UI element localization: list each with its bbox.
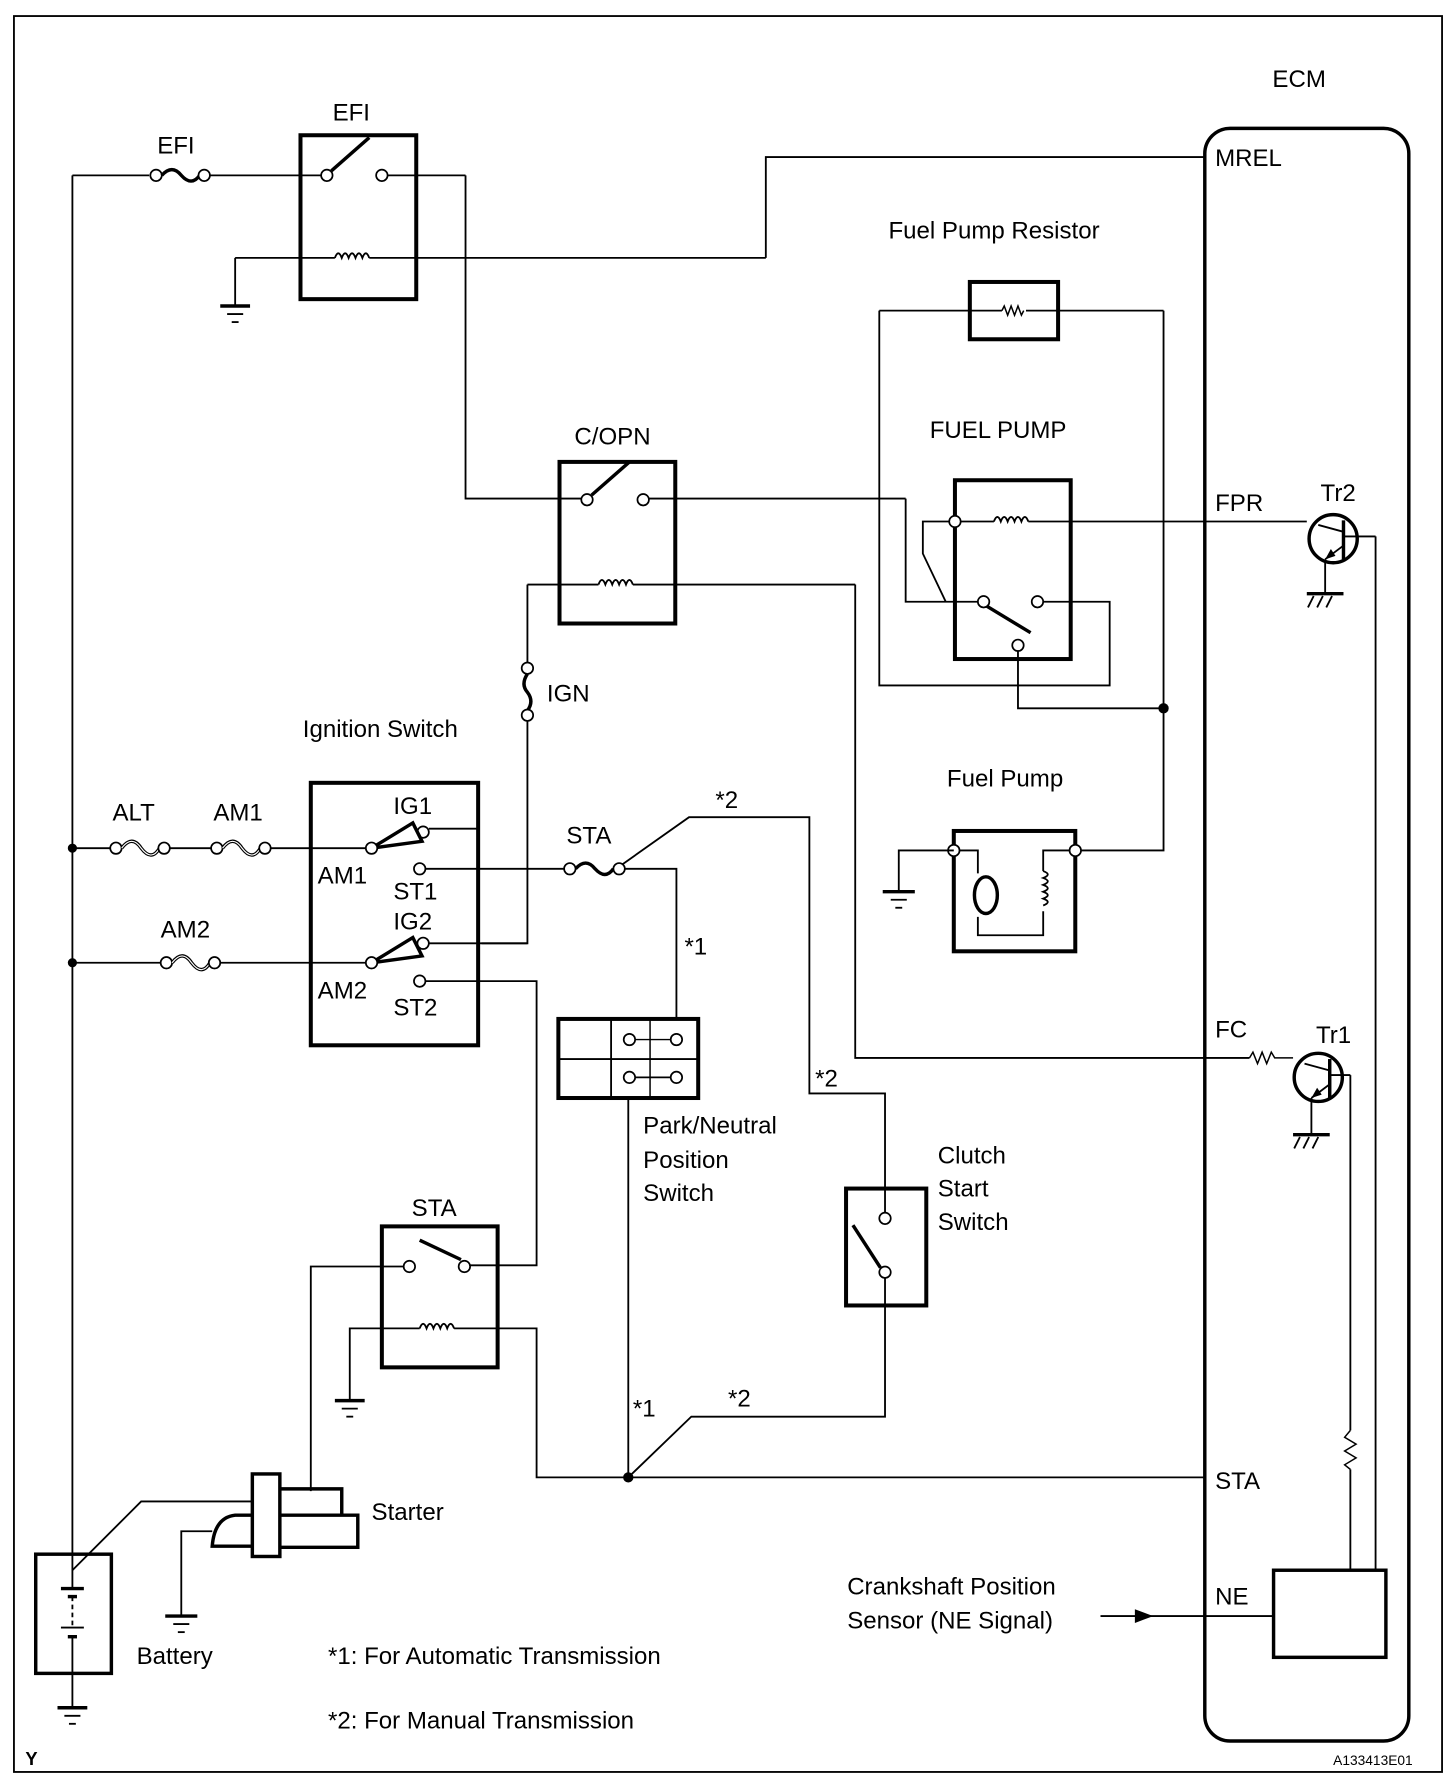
svg-text:STA: STA	[566, 823, 611, 850]
alt-fuse: ALT	[72, 800, 212, 857]
svg-text:Start: Start	[938, 1176, 989, 1203]
svg-text:Ignition Switch: Ignition Switch	[303, 716, 458, 743]
clutch-start-switch: Clutch Start Switch	[627, 1142, 1009, 1479]
note-automatic: *1: For Automatic Transmission	[328, 1643, 661, 1670]
starter: Starter	[71, 1472, 444, 1634]
note-manual: *2: For Manual Transmission	[328, 1707, 634, 1734]
transistor-tr2: Tr2	[1306, 480, 1376, 608]
svg-text:Battery: Battery	[137, 1643, 213, 1670]
svg-text:Position: Position	[643, 1147, 729, 1174]
ecm-label: ECM	[1272, 66, 1325, 93]
park-neutral-switch: Park/Neutral Position Switch	[556, 1016, 777, 1207]
sta-fuse: STA	[563, 816, 886, 1213]
am2-fuse: AM2	[72, 917, 366, 972]
svg-text:EFI: EFI	[157, 133, 194, 160]
ecm-terminal-fpr: FPR	[1215, 490, 1263, 517]
branch-mark-mt-3: *2	[728, 1385, 751, 1412]
ecm-terminal-fc: FC	[1215, 1016, 1247, 1043]
wire-fc	[854, 584, 1250, 1059]
wire-mrel	[764, 156, 1205, 258]
ecm-terminal-mrel: MREL	[1215, 145, 1282, 172]
diagram-frame	[13, 15, 1443, 1773]
svg-text:FUEL PUMP: FUEL PUMP	[930, 417, 1067, 444]
ignition-switch: Ignition Switch IG1 AM1 ST1 IG2 AM2 ST2	[303, 716, 565, 1267]
am1-fuse: AM1	[210, 800, 366, 857]
ecm-box	[1203, 126, 1411, 1743]
wire-efi-copn	[464, 175, 588, 500]
svg-text:Tr1: Tr1	[1316, 1022, 1351, 1049]
ecm-terminal-ne: NE	[1215, 1584, 1248, 1611]
figure-id: A133413E01	[1333, 1753, 1413, 1768]
svg-text:Sensor (NE Signal): Sensor (NE Signal)	[847, 1608, 1053, 1635]
svg-text:ALT: ALT	[113, 800, 156, 827]
svg-text:Tr2: Tr2	[1321, 480, 1356, 507]
svg-text:IG1: IG1	[393, 793, 432, 820]
ground-icon	[220, 257, 251, 323]
ign-fuse: IGN	[481, 584, 590, 945]
svg-text:ST1: ST1	[393, 879, 437, 906]
svg-text:IGN: IGN	[547, 680, 590, 707]
ecm-pullup-resistor	[1343, 1429, 1358, 1470]
fuel-pump-relay: FUEL PUMP	[904, 417, 1307, 710]
transistor-tr1: Tr1	[1292, 1022, 1351, 1149]
svg-text:IG2: IG2	[393, 909, 432, 936]
svg-text:Fuel Pump: Fuel Pump	[947, 765, 1063, 792]
fc-resistor	[1248, 1050, 1294, 1066]
ecm-ne-block	[1271, 1568, 1388, 1660]
svg-text:Starter: Starter	[372, 1499, 444, 1526]
svg-text:AM2: AM2	[161, 917, 210, 944]
branch-mark-at-1: *1	[684, 934, 707, 961]
svg-text:Crankshaft Position: Crankshaft Position	[847, 1573, 1056, 1600]
battery: Battery	[34, 1552, 213, 1725]
svg-text:Park/Neutral: Park/Neutral	[643, 1113, 777, 1140]
efi-fuse: EFI	[72, 133, 333, 183]
branch-mark-at-2: *1	[633, 1396, 656, 1423]
arrow-icon	[1134, 1609, 1154, 1623]
svg-text:Switch: Switch	[643, 1180, 714, 1207]
fuel-pump-resistor: Fuel Pump Resistor	[878, 217, 1169, 852]
svg-text:Clutch: Clutch	[938, 1142, 1006, 1169]
svg-text:AM1: AM1	[318, 863, 367, 890]
ground-icon	[334, 1398, 365, 1418]
efi-relay: EFI	[235, 99, 766, 302]
corner-letter: Y	[25, 1748, 37, 1769]
svg-text:C/OPN: C/OPN	[574, 424, 650, 451]
junction-sta	[623, 1472, 634, 1483]
svg-text:ST2: ST2	[393, 994, 437, 1021]
svg-text:AM1: AM1	[213, 800, 262, 827]
svg-text:AM2: AM2	[318, 977, 367, 1004]
ecm-terminal-sta: STA	[1215, 1468, 1260, 1495]
branch-mark-mt-2: *2	[815, 1066, 838, 1093]
fuel-pump-motor: Fuel Pump	[882, 765, 1082, 954]
svg-text:STA: STA	[412, 1195, 457, 1222]
svg-text:Fuel Pump Resistor: Fuel Pump Resistor	[888, 217, 1099, 244]
svg-text:EFI: EFI	[333, 99, 370, 126]
svg-text:Switch: Switch	[938, 1209, 1009, 1236]
crankshaft-position-sensor: Crankshaft Position Sensor (NE Signal)	[847, 1573, 1274, 1635]
copn-relay: C/OPN	[527, 424, 906, 626]
sta-relay: STA	[309, 1195, 1205, 1492]
branch-mark-mt-1: *2	[715, 787, 738, 814]
